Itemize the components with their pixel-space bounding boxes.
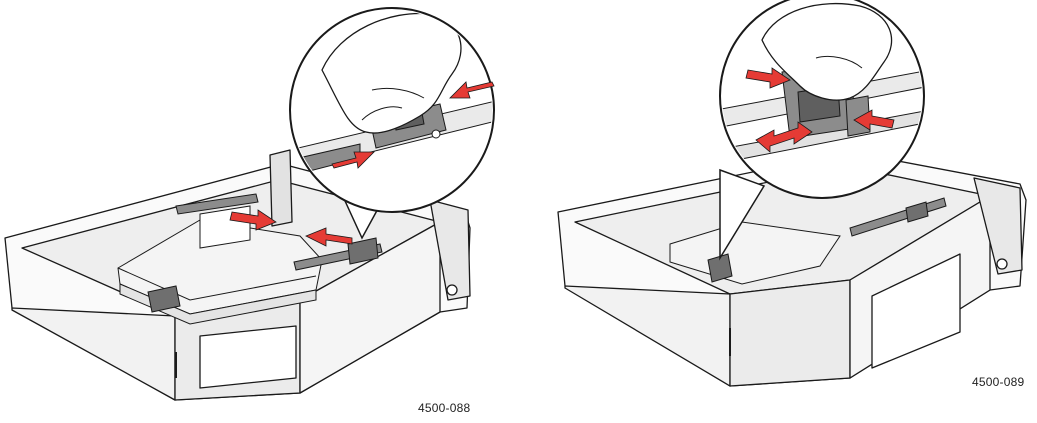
zoom-detail-right: [722, 2, 922, 165]
figure-caption-left: 4500-088: [418, 401, 471, 415]
arrow-zoom-right: [331, 151, 375, 169]
length-guide: [707, 197, 947, 283]
figure-tray-side-guides: [4, 7, 495, 401]
arrow-zoom-left-2: [853, 109, 895, 131]
figure-caption-right: 4500-089: [972, 375, 1025, 389]
guide-arrows: [229, 209, 353, 247]
arrow-zoom-right-2: [745, 67, 791, 89]
side-guide: [147, 237, 383, 313]
arrow-right-rear: [229, 209, 277, 231]
arrow-zoom-left: [449, 81, 495, 99]
arrow-zoom-double: [755, 121, 813, 153]
arrow-left-side: [305, 227, 353, 247]
figure-tray-length-guide: [557, 0, 1027, 387]
tray-body: [4, 149, 471, 401]
